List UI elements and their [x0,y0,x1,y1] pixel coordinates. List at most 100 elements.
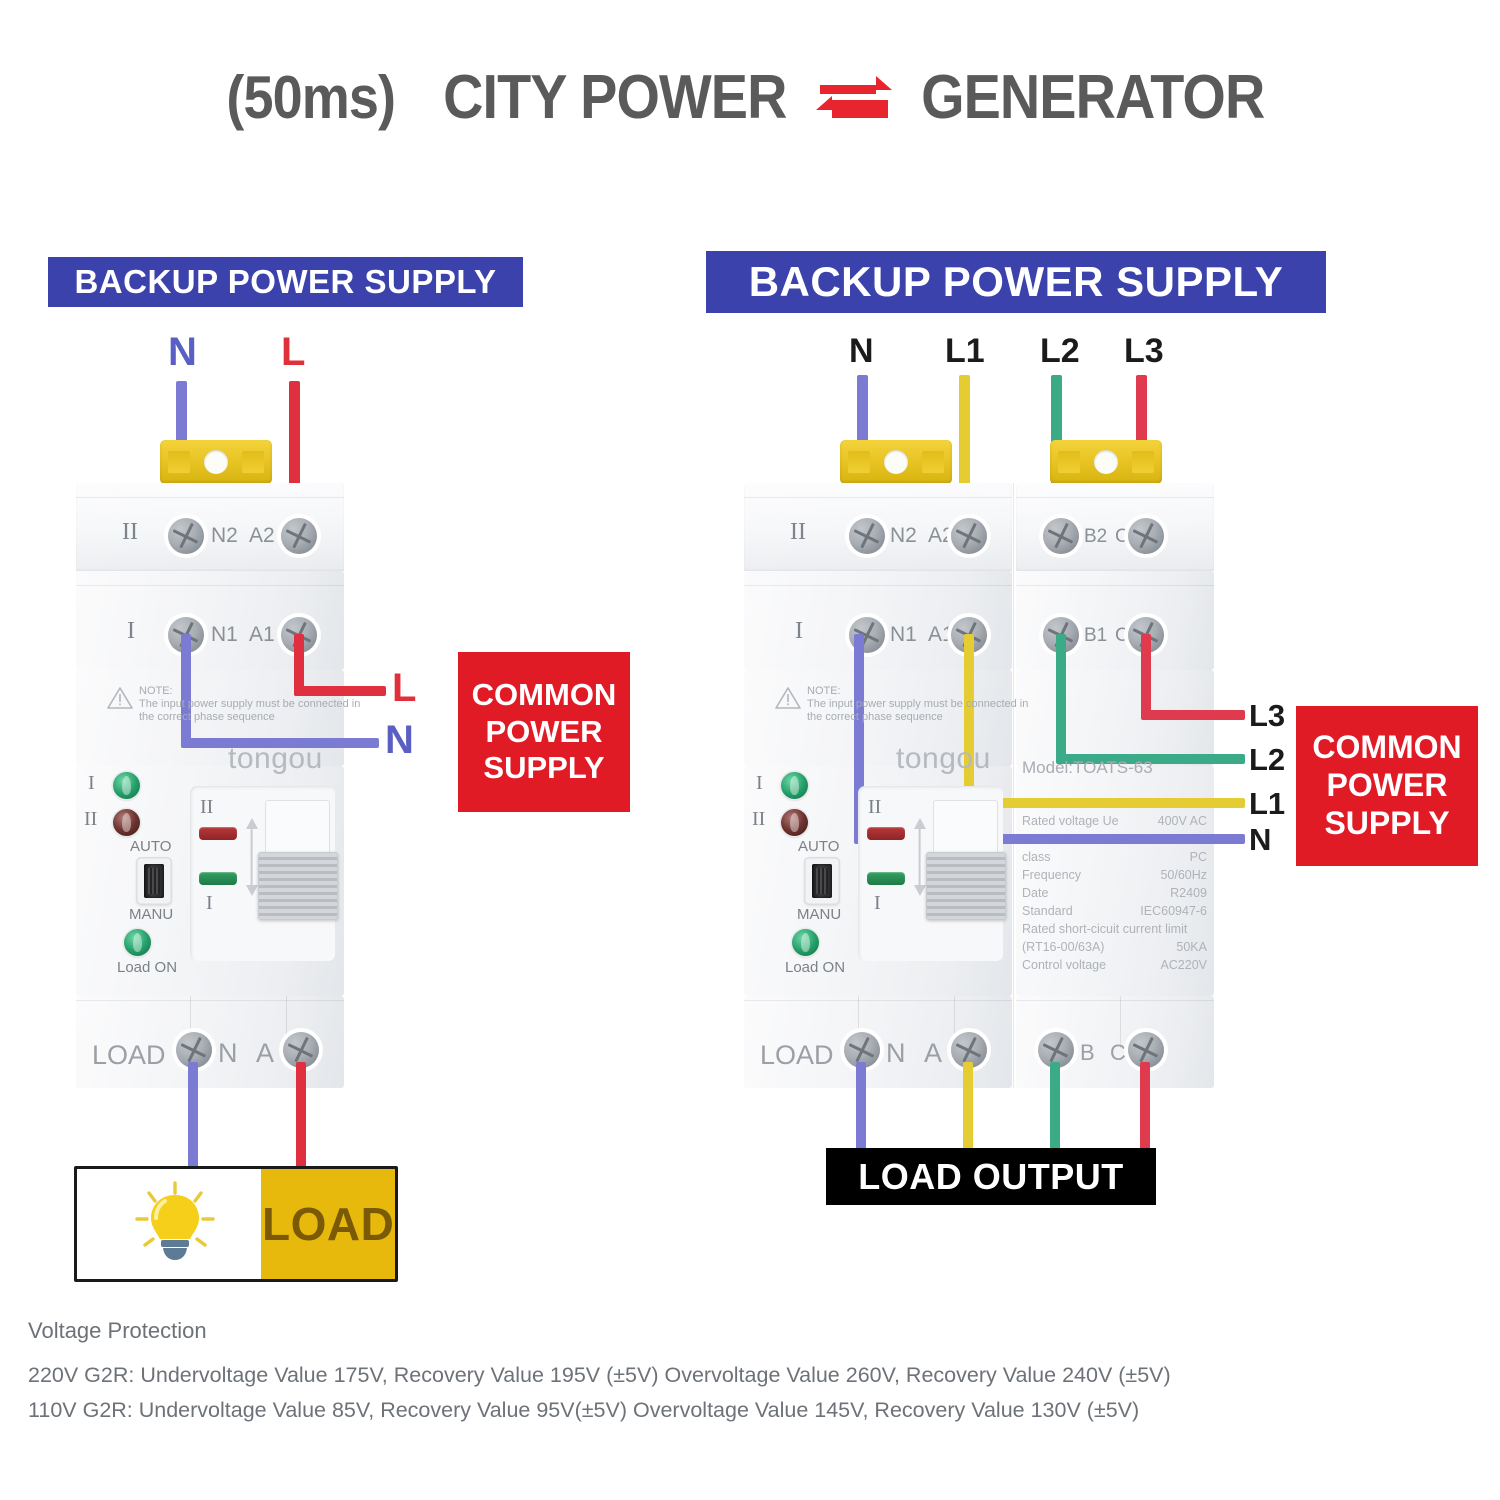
roman-numeral-two-right: II [790,519,806,545]
terminal-label-a2-right: A2 [928,524,954,547]
wire-label-n-in-right: N [849,332,874,370]
swap-arrows-icon [814,69,894,125]
wire-l3-out-vert-right [1141,634,1151,712]
wire-load-l-left [296,1062,306,1174]
din-clip-slot-b-right-a [922,451,944,473]
wire-l1-out-vert-right [964,634,974,800]
wire-l-in-left [289,381,300,544]
terminal-screw-b2-right[interactable] [1043,518,1079,554]
roman-numeral-one-left: I [127,618,135,644]
lever-direction-arrow-left [243,818,261,901]
wire-n-out-vert-left [181,634,191,748]
wire-l1-out-horiz-right [964,798,1245,808]
brand-logo-left: tongou [228,742,323,775]
lever-grip-left[interactable] [258,852,338,920]
load-terminal-label-n-right: N [886,1038,906,1068]
terminal-label-n2-right: N2 [890,524,917,547]
wire-label-n-out-right: N [1249,822,1272,857]
load-on-label-left: Load ON [117,959,178,976]
terminal-screw-a2-left[interactable] [281,518,317,554]
wire-load-b-right [1050,1062,1060,1160]
terminal-screw-a2-right[interactable] [951,518,987,554]
lever-indicator-green-left [199,872,237,885]
spec-value-6: 50KA [1176,940,1207,954]
load-box: LOAD [74,1166,398,1282]
note-line2-right: the correct phase sequence [807,711,943,723]
din-clip-slot-b-left [242,451,264,473]
led-roman-two-right: II [752,808,766,830]
din-rail-clip-left [160,440,272,484]
manu-label-right: MANU [797,906,842,923]
wire-label-n-in-left: N [168,330,197,374]
status-led-source-1-right [781,772,808,799]
terminal-screw-n2-right[interactable] [849,518,885,554]
common-line-2-left: POWER [485,713,603,749]
spec-model: Model:TOATS-63 [1022,758,1153,777]
light-bulb-icon [127,1179,223,1272]
wire-label-l1-in-right: L1 [945,332,985,370]
lever-roman-two-left: II [200,796,214,818]
roman-numeral-one-right: I [795,618,803,644]
spec-key-4: Standard [1022,904,1073,918]
auto-manu-switch-left[interactable] [136,857,172,905]
roman-numeral-two-left: II [122,519,138,545]
page-title: (50ms) CITY POWER GENERATOR [0,52,1500,142]
wire-label-l-out-left: L [392,666,417,710]
wire-l1-in-right [959,375,970,543]
wire-label-l3-out-right: L3 [1249,698,1286,733]
wire-load-n-right [856,1062,866,1160]
wire-label-l-in-left: L [281,330,306,374]
din-clip-slot-b-right-b [1132,451,1154,473]
terminal-screw-c2-right[interactable] [1128,518,1164,554]
spec-key-2: Frequency [1022,868,1082,882]
din-rail-clip-right-b [1050,440,1162,484]
manu-label-left: MANU [129,906,174,923]
note-line1-left: The input power supply must be connected… [139,698,361,710]
bottom-load-label-right: LOAD [760,1040,834,1070]
wire-n-out-vert-right [854,634,864,836]
din-rail-clip-right-a [840,440,952,484]
wire-label-l1-out-right: L1 [1249,786,1286,821]
load-output-banner: LOAD OUTPUT [826,1148,1156,1205]
auto-manu-switch-knob-right[interactable] [812,864,832,898]
wire-l2-out-horiz-right [1056,754,1245,764]
warning-triangle-icon-right [775,686,801,715]
din-clip-slot-a-right-a [848,451,870,473]
backup-power-supply-banner-left: BACKUP POWER SUPPLY [48,257,523,307]
title-left: CITY POWER [443,62,787,132]
terminal-label-n1-right: N1 [890,623,917,646]
load-on-led-right [792,929,819,956]
status-led-source-2-left [113,809,140,836]
din-clip-hole-right-b [1094,450,1118,474]
wire-label-n-out-left: N [385,718,414,762]
wire-l3-out-horiz-right [1141,710,1245,720]
wire-l-out-horiz-left [294,686,386,696]
load-terminal-label-n-left: N [218,1038,238,1068]
lever-indicator-red-right [867,827,905,840]
terminal-label-n2-left: N2 [211,524,238,547]
led-roman-one-left: I [88,772,95,794]
wire-load-c-right [1140,1062,1150,1160]
common-line-3-left: SUPPLY [483,750,605,786]
load-terminal-label-a-right: A [924,1038,943,1068]
wire-n-out-horiz-left [181,738,379,748]
lever-grip-right[interactable] [926,852,1006,920]
spec-value-3: R2409 [1170,886,1207,900]
spec-value-4: IEC60947-6 [1140,904,1207,918]
load-terminal-label-c-right: C [1110,1040,1126,1065]
spec-value-7: AC220V [1160,958,1207,972]
terminal-label-a2-left: A2 [249,524,275,547]
auto-manu-switch-knob-left[interactable] [144,864,164,898]
note-title-right: NOTE: [807,685,841,697]
terminal-screw-n2-left[interactable] [168,518,204,554]
spec-key-3: Date [1022,886,1049,900]
auto-manu-switch-right[interactable] [804,857,840,905]
status-led-source-2-right [781,809,808,836]
lever-roman-one-right: I [874,892,881,914]
title-right: GENERATOR [920,62,1265,132]
load-box-label: LOAD [262,1198,395,1250]
bottom-load-label-left: LOAD [92,1040,166,1070]
spec-value-0: 400V AC [1157,814,1207,828]
wire-load-a-right [963,1062,973,1160]
wire-n-out-horiz-right [854,834,1245,844]
